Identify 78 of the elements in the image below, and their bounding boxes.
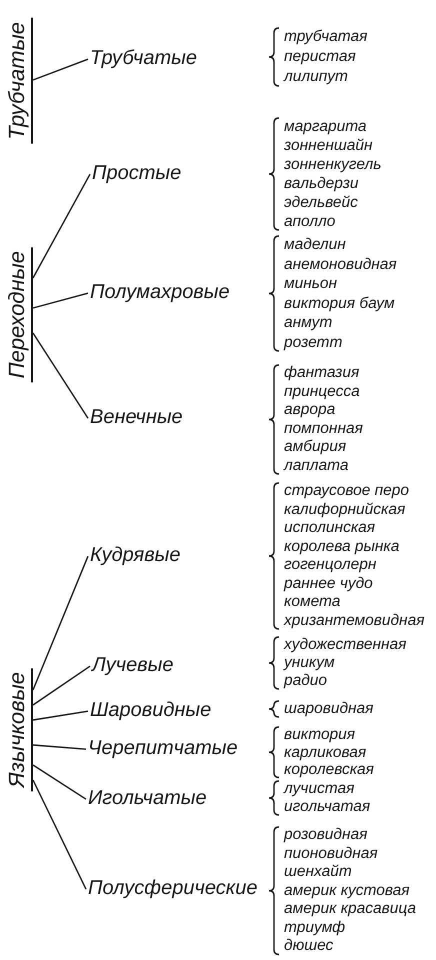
variety-list <box>268 27 368 87</box>
variety-list <box>268 117 382 231</box>
variety-name: вальдерзи <box>284 174 360 193</box>
connector-line <box>32 556 89 690</box>
variety-name: гогенцолерн <box>284 556 378 574</box>
variety-name: исполинская <box>284 519 376 538</box>
subgroup-label: Полумахровые <box>90 280 230 304</box>
variety-name: комета <box>284 593 342 612</box>
subgroup-label: Полусферические <box>88 876 258 900</box>
variety-name: хризантемовидная <box>284 612 424 630</box>
variety-name: дюшес <box>284 937 334 956</box>
variety-name: трубчатая <box>284 27 368 47</box>
variety-name: америк кустовая <box>284 882 411 900</box>
subgroup-label: Кудрявые <box>90 543 180 567</box>
category-label: Трубчатые <box>4 18 33 144</box>
connector-line <box>32 58 88 81</box>
connector-line <box>32 780 87 890</box>
subgroup-label: Шаровидные <box>90 698 212 722</box>
variety-name: королева рынка <box>284 538 400 556</box>
variety-name: уникум <box>284 654 336 672</box>
variety-name: аполло <box>284 212 336 231</box>
subgroup-label: Венечные <box>90 405 183 429</box>
variety-name: шенхайт <box>284 863 353 882</box>
variety-name: зонненкугель <box>284 155 382 174</box>
variety-name: игольчатая <box>284 798 370 816</box>
variety-list <box>268 636 406 690</box>
variety-name: миньон <box>284 274 338 294</box>
variety-list <box>268 726 374 778</box>
category-label: Язычковые <box>4 668 33 792</box>
variety-name: фантазия <box>284 364 360 382</box>
variety-name: помпонная <box>284 420 363 438</box>
variety-name: виктория <box>284 726 356 744</box>
variety-name: калифорнийская <box>284 500 406 519</box>
variety-name: виктория баум <box>284 294 396 313</box>
connector-line <box>32 764 86 800</box>
connector-line <box>32 666 90 706</box>
variety-name: раннее чудо <box>284 574 374 593</box>
variety-name: королевская <box>284 761 374 778</box>
variety-list <box>268 364 363 475</box>
connector-line <box>32 292 88 309</box>
category-label: Переходные <box>4 247 33 382</box>
subgroup-label: Черепитчатые <box>88 736 238 760</box>
variety-name: амбирия <box>284 438 348 456</box>
subgroup-label: Игольчатые <box>88 786 207 810</box>
subgroup-label: Трубчатые <box>90 46 198 70</box>
variety-name: розовидная <box>284 826 368 844</box>
variety-list <box>268 700 374 718</box>
variety-name: лучистая <box>284 780 356 798</box>
variety-name: анемоновидная <box>284 254 397 274</box>
connector-line <box>32 710 88 721</box>
variety-name: радио <box>284 672 328 690</box>
variety-name: маргарита <box>284 117 368 136</box>
variety-name: анмут <box>284 313 334 332</box>
variety-name: триумф <box>284 918 346 937</box>
variety-name: перистая <box>284 47 357 67</box>
subgroup-label: Лучевые <box>92 653 174 677</box>
variety-name: принцесса <box>284 382 361 401</box>
variety-name: розетт <box>284 332 344 352</box>
variety-name: зонненшайн <box>284 136 374 155</box>
variety-name: аврора <box>284 401 336 420</box>
variety-name: эдельвейс <box>284 193 359 212</box>
variety-name: лаплата <box>284 456 350 475</box>
variety-list <box>268 482 424 630</box>
variety-name: маделин <box>284 235 347 254</box>
variety-list <box>268 235 397 352</box>
variety-list <box>268 780 370 816</box>
variety-name: шаровидная <box>284 700 374 718</box>
connector-line <box>32 744 86 750</box>
variety-list <box>268 826 416 956</box>
subgroup-label: Простые <box>92 161 182 185</box>
variety-name: страусовое перо <box>284 482 410 500</box>
connector-line <box>32 332 89 419</box>
connector-line <box>32 174 91 278</box>
variety-name: художественная <box>284 636 406 654</box>
variety-name: карликовая <box>284 744 368 761</box>
variety-name: лилипут <box>284 67 349 87</box>
variety-name: америк красавица <box>284 900 416 918</box>
variety-name: пионовидная <box>284 844 379 863</box>
